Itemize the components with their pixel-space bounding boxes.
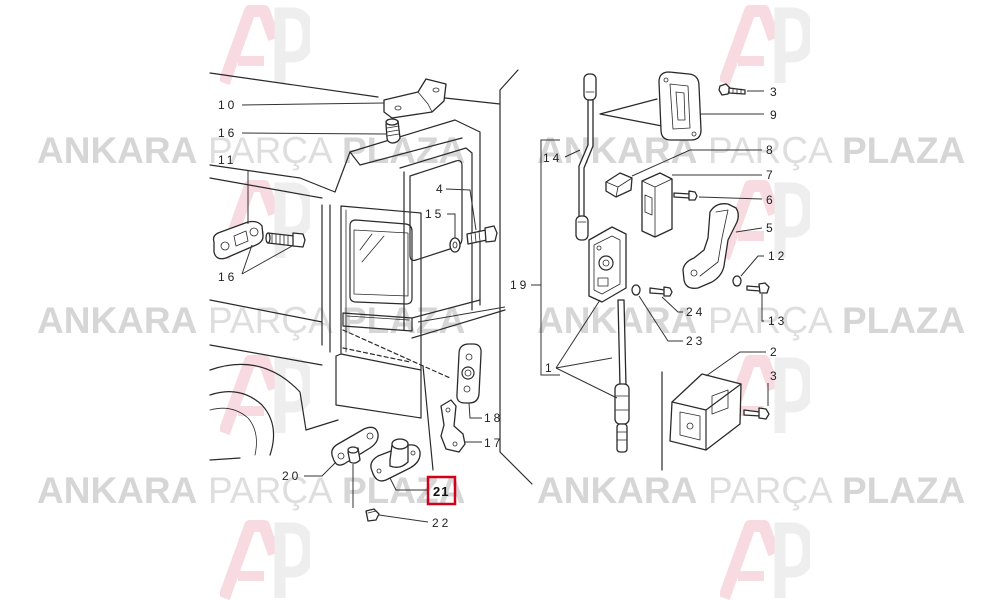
part-7-block (641, 172, 673, 238)
part-10-bracket (383, 78, 447, 119)
callout-13[interactable]: 13 (768, 314, 787, 328)
ap-logo (224, 11, 308, 83)
callout-22[interactable]: 22 (432, 516, 451, 530)
ap-logo (724, 526, 808, 598)
van-body-outline (209, 72, 506, 461)
callout-14[interactable]: 14 (543, 151, 562, 165)
part-18-striker-plate (456, 343, 482, 404)
part-9-bracket (599, 71, 702, 141)
callout-19[interactable]: 19 (510, 278, 529, 292)
callout-8[interactable]: 8 (766, 143, 776, 157)
ap-logo (224, 526, 308, 598)
part-23-washer (631, 284, 641, 296)
callout-3[interactable]: 3 (770, 85, 780, 99)
callout-labels: 10 16 11 16 4 15 19 14 1 3 9 8 7 6 5 12 … (218, 85, 787, 530)
part-14-upper-rod (575, 73, 597, 241)
callout-17[interactable]: 17 (484, 436, 503, 450)
callout-6[interactable]: 6 (766, 193, 776, 207)
watermark-word-3: PLAZA (842, 300, 965, 341)
ap-logo (724, 11, 808, 83)
part-3-screw-bottom (743, 407, 770, 420)
callout-18[interactable]: 18 (484, 411, 503, 425)
part-1-lower-rod (614, 299, 630, 453)
part-22-screw (365, 508, 380, 522)
watermark-word-2: PARÇA (708, 300, 833, 341)
part-11-hinge-plate (212, 220, 264, 260)
callout-7[interactable]: 7 (766, 168, 776, 182)
callout-1[interactable]: 1 (545, 361, 555, 375)
watermark-text: ANKARA PARÇA PLAZA (37, 130, 465, 171)
watermark-word-1: ANKARA (37, 130, 197, 171)
section-separator (499, 69, 533, 485)
part-21-rubber-stop (370, 438, 421, 482)
watermark-word-1: ANKARA (537, 470, 697, 511)
part-16-bolt-bottom (265, 232, 306, 248)
watermark-word-1: ANKARA (37, 470, 197, 511)
watermark-text: ANKARA PARÇA PLAZA (537, 470, 965, 511)
callout-24[interactable]: 24 (686, 305, 705, 319)
part-6-screw (673, 190, 698, 201)
watermark-word-2: PARÇA (708, 470, 833, 511)
watermark-word-3: PLAZA (842, 130, 965, 171)
part-19-lock-body (588, 226, 627, 303)
callout-4[interactable]: 4 (436, 182, 446, 196)
part-3-screw-top (718, 83, 746, 96)
callout-9[interactable]: 9 (770, 108, 780, 122)
part-5-latch (682, 203, 739, 289)
callout-21-highlighted[interactable]: 21 (433, 484, 449, 499)
ap-logo (224, 361, 308, 433)
rear-door (335, 205, 451, 471)
watermark-word-2: PARÇA (208, 470, 333, 511)
part-8-clip (605, 172, 633, 198)
part-12-washer (732, 275, 742, 287)
part-15-washer (449, 237, 461, 253)
watermark-text: ANKARA PARÇA PLAZA (537, 300, 965, 341)
part-20-plate (331, 426, 379, 466)
callout-12[interactable]: 12 (768, 249, 787, 263)
part-16-bolt-top (385, 118, 401, 144)
watermark-word-2: PARÇA (208, 130, 333, 171)
callout-5[interactable]: 5 (766, 221, 776, 235)
callout-2[interactable]: 2 (770, 345, 780, 359)
callout-16[interactable]: 16 (218, 270, 237, 284)
callout-20[interactable]: 20 (282, 469, 301, 483)
watermark-text: ANKARA PARÇA PLAZA (37, 300, 465, 341)
part-13-screw (746, 282, 770, 294)
callout-11[interactable]: 11 (218, 153, 236, 167)
callout-16[interactable]: 16 (218, 126, 237, 140)
watermark-word-1: ANKARA (37, 300, 197, 341)
part-24-screw (649, 286, 673, 297)
callout-23[interactable]: 23 (686, 334, 705, 348)
leader-lines (241, 90, 769, 523)
watermark-word-1: ANKARA (537, 300, 697, 341)
callout-15[interactable]: 15 (425, 207, 444, 221)
callout-3[interactable]: 3 (770, 369, 780, 383)
part-4-bolt (466, 225, 498, 245)
part-17-bracket (440, 399, 466, 453)
callout-10[interactable]: 10 (218, 98, 237, 112)
part-2-handle-housing (661, 371, 742, 471)
highlight-box (426, 475, 457, 506)
watermark-word-3: PLAZA (842, 470, 965, 511)
